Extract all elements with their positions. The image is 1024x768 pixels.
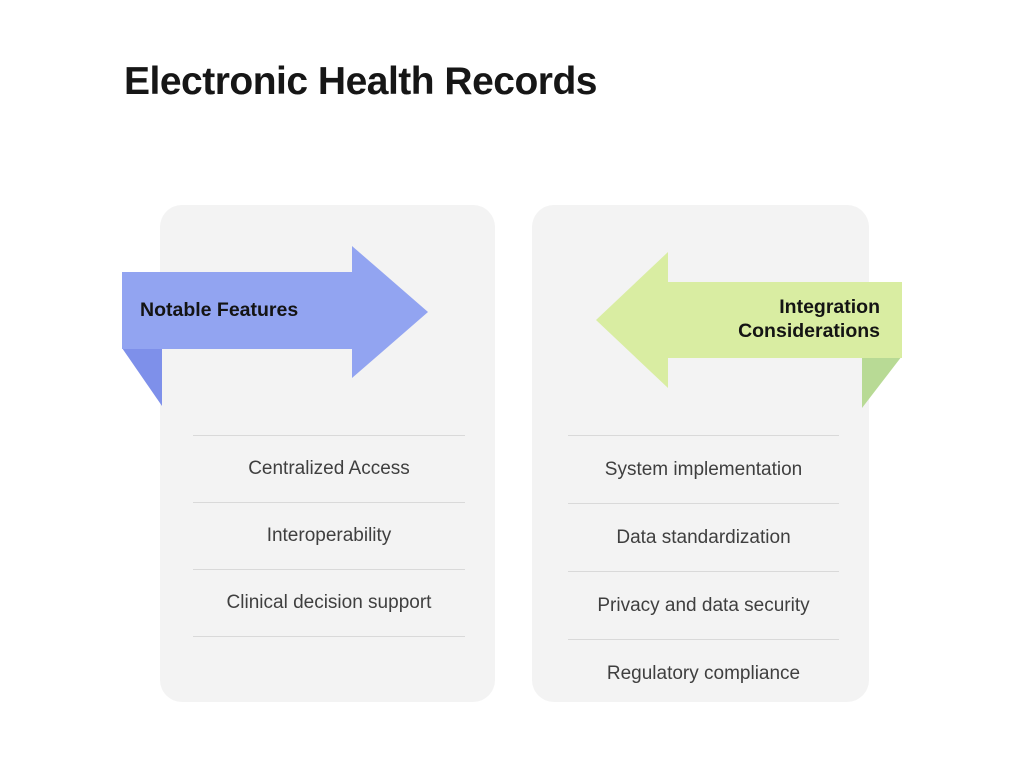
notable-features-list: Centralized Access Interoperability Clin… [193,435,465,637]
list-item: Privacy and data security [568,571,839,639]
list-item: Clinical decision support [193,569,465,637]
list-item: Data standardization [568,503,839,571]
integration-considerations-list: System implementation Data standardizati… [568,435,839,707]
arrow-band [668,282,902,358]
list-item: System implementation [568,435,839,503]
list-item: Interoperability [193,502,465,569]
list-item: Centralized Access [193,435,465,502]
page-title: Electronic Health Records [124,60,597,103]
integration-considerations-card: System implementation Data standardizati… [532,205,869,702]
arrow-label: Notable Features [140,299,299,321]
list-item: Regulatory compliance [568,639,839,707]
arrow-band [122,272,352,349]
ribbon-fold [122,348,162,406]
arrow-label: Integration Considerations [738,296,880,342]
